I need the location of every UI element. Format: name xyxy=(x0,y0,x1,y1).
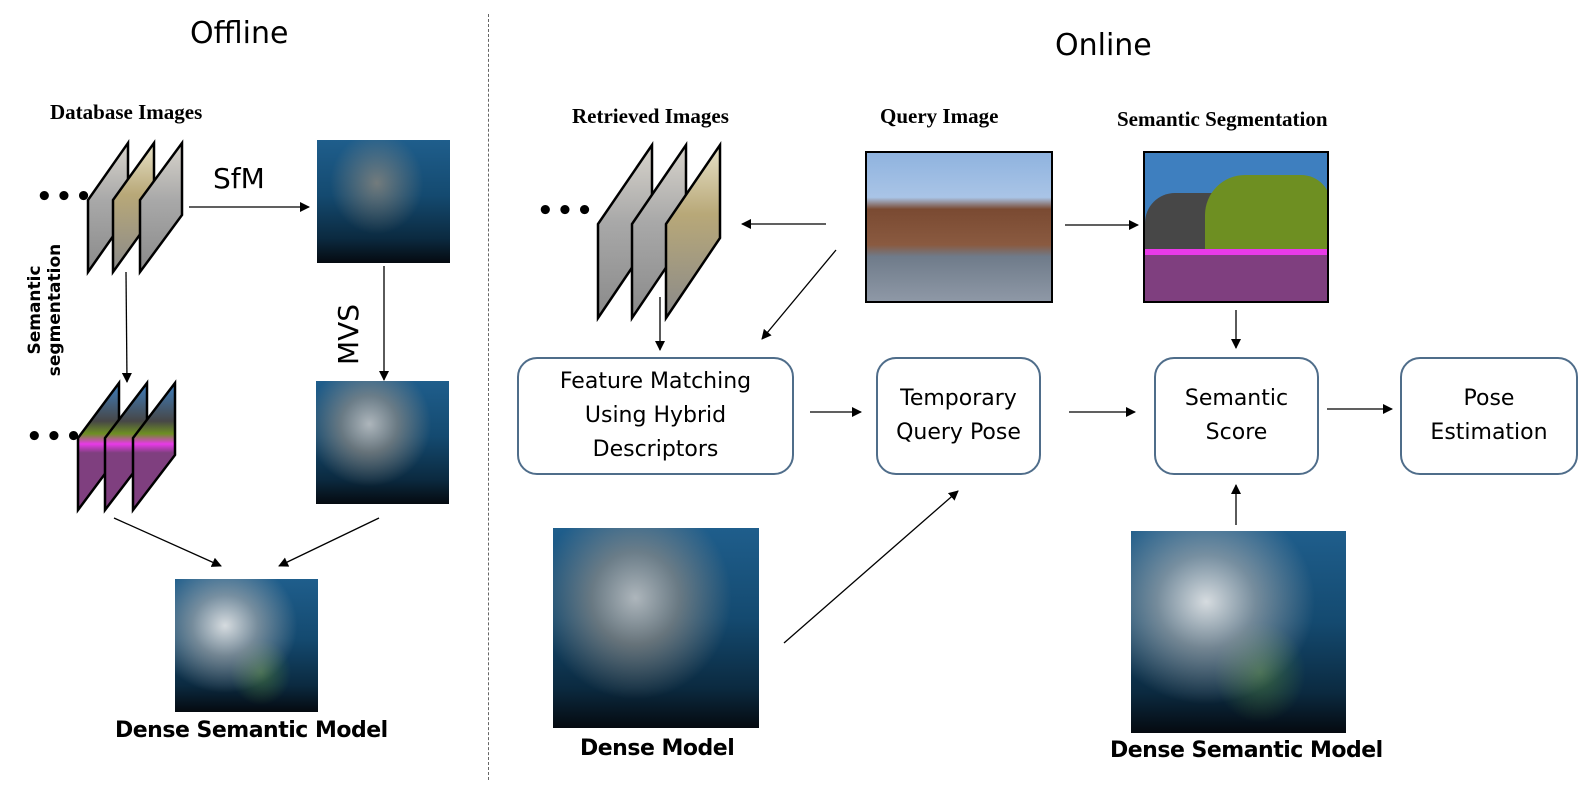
query-image xyxy=(865,151,1053,303)
offline-dense-semantic-model-label: Dense Semantic Model xyxy=(115,718,388,743)
query-to-feature-matching-arrow xyxy=(761,249,837,340)
online-dense-model-image xyxy=(553,528,759,728)
pose-estimation-box: Pose Estimation xyxy=(1400,357,1578,475)
semantic-segmentation-arrow xyxy=(121,271,132,383)
offline-dense-model-image xyxy=(316,381,449,504)
retrieved-image-3 xyxy=(664,140,722,323)
segmentation-image-3 xyxy=(131,379,177,514)
feature-matching-line3: Descriptors xyxy=(592,437,719,462)
online-dense-semantic-model-image xyxy=(1131,531,1346,733)
retrieved-images-label: Retrieved Images xyxy=(572,104,729,128)
sfm-label: SfM xyxy=(213,162,265,195)
query-image-label: Query Image xyxy=(880,104,999,128)
database-image-stack xyxy=(86,139,184,276)
feature-matching-box: Feature Matching Using Hybrid Descriptor… xyxy=(517,357,794,475)
offline-dense-semantic-model-image xyxy=(175,579,318,712)
sparse-model-image xyxy=(317,140,450,263)
temporary-query-pose-box: Temporary Query Pose xyxy=(876,357,1041,475)
database-image-3 xyxy=(138,139,184,276)
online-dense-model-label: Dense Model xyxy=(580,736,735,761)
seg-sidewalk-region xyxy=(1145,249,1327,257)
online-dense-semantic-model-label: Dense Semantic Model xyxy=(1110,738,1383,763)
feature-matching-line1: Feature Matching xyxy=(559,369,752,394)
offline-title: Offline xyxy=(190,16,289,51)
semantic-score-line1: Semantic xyxy=(1184,386,1289,411)
seg-road-region xyxy=(1145,255,1327,301)
pose-estimation-line1: Pose xyxy=(1463,386,1515,411)
temporary-pose-line1: Temporary xyxy=(900,386,1017,411)
semantic-segmentation-label: Semantic Segmentation xyxy=(1117,107,1328,131)
database-images-label: Database Images xyxy=(50,100,203,124)
segmentation-result-image xyxy=(1143,151,1329,303)
semantic-score-line2: Score xyxy=(1205,420,1268,445)
temporary-pose-line2: Query Pose xyxy=(896,420,1021,445)
semantic-score-box: Semantic Score xyxy=(1154,357,1319,475)
online-title: Online xyxy=(1055,28,1152,63)
segmentation-to-dense-semantic-arrow xyxy=(113,517,222,567)
offline-online-divider xyxy=(488,14,489,780)
segmentation-image-stack xyxy=(76,379,177,514)
pose-estimation-line2: Estimation xyxy=(1430,420,1548,445)
feature-matching-line2: Using Hybrid xyxy=(584,403,727,428)
dense-model-to-temporary-pose-arrow xyxy=(783,490,959,644)
dense-to-dense-semantic-arrow xyxy=(278,517,380,567)
retrieved-image-stack xyxy=(596,140,722,323)
